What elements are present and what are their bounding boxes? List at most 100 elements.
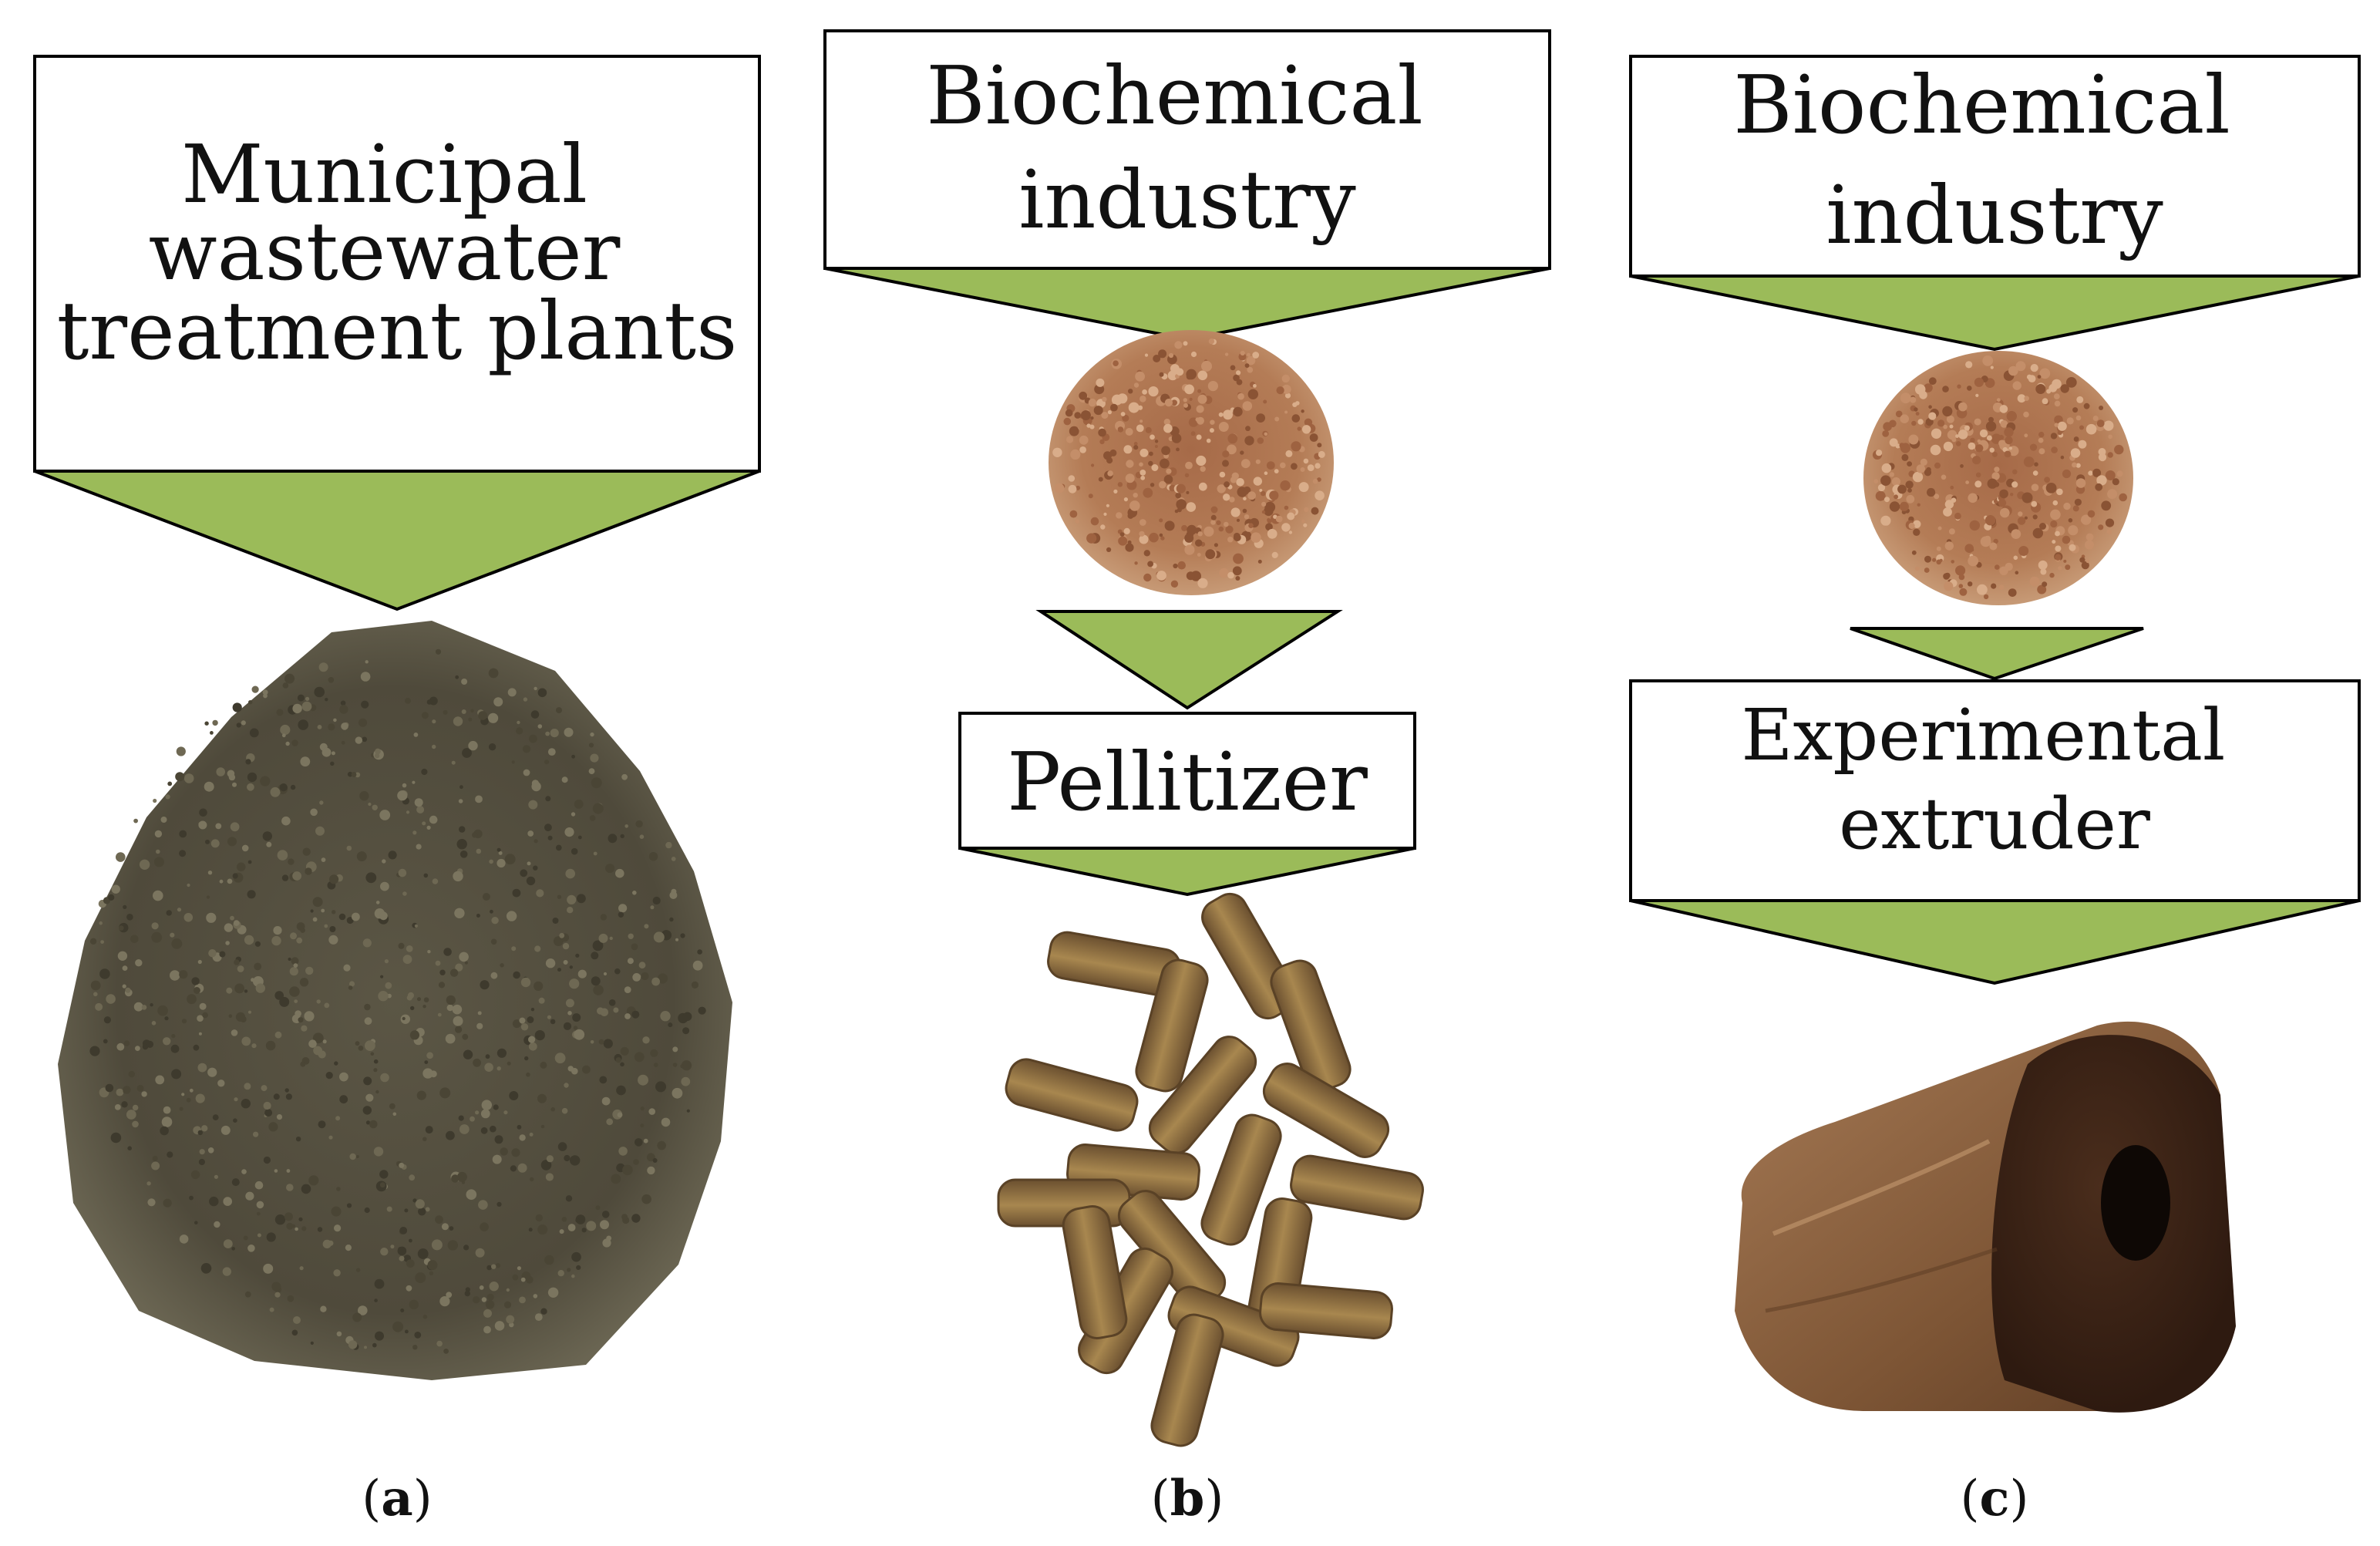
texture-grain: [121, 1101, 127, 1107]
texture-grain: [582, 1066, 591, 1074]
texture-grain: [132, 1121, 139, 1128]
texture-grain: [1900, 443, 1910, 453]
texture-grain: [220, 880, 224, 884]
texture-grain: [1081, 439, 1087, 445]
texture-grain: [1942, 386, 1949, 392]
texture-grain: [558, 1270, 564, 1276]
texture-grain: [180, 1107, 183, 1111]
texture-grain: [1999, 435, 2005, 440]
texture-grain: [234, 984, 244, 994]
texture-grain: [1301, 520, 1304, 523]
texture-grain: [335, 1116, 340, 1120]
texture-grain: [618, 904, 627, 912]
texture-grain: [151, 932, 162, 943]
texture-grain: [412, 830, 416, 834]
texture-grain: [500, 963, 503, 967]
texture-grain: [404, 1208, 408, 1212]
texture-grain: [1210, 520, 1216, 525]
texture-grain: [1106, 504, 1109, 507]
texture-grain: [546, 1173, 554, 1181]
texture-grain: [1882, 430, 1889, 437]
texture-grain: [258, 1234, 261, 1238]
texture-grain: [1949, 528, 1955, 534]
texture-grain: [223, 1197, 232, 1206]
texture-grain: [589, 768, 595, 774]
texture-grain: [428, 1260, 438, 1270]
texture-grain: [1924, 556, 1931, 563]
texture-grain: [443, 710, 448, 715]
texture-grain: [1151, 464, 1158, 471]
texture-grain: [385, 959, 389, 963]
texture-grain: [671, 889, 676, 894]
texture-grain: [2018, 511, 2022, 516]
texture-grain: [267, 1232, 276, 1241]
texture-grain: [459, 952, 469, 962]
texture-grain: [519, 1297, 526, 1304]
texture-grain: [523, 745, 530, 753]
texture-grain: [489, 743, 496, 750]
texture-grain: [604, 1039, 613, 1048]
texture-grain: [1974, 419, 1981, 426]
texture-grain: [680, 1064, 684, 1068]
texture-grain: [215, 824, 221, 830]
texture-grain: [1086, 423, 1090, 427]
texture-grain: [520, 869, 527, 877]
texture-grain: [1197, 389, 1201, 393]
texture-grain: [180, 1234, 189, 1244]
pellets-photo: [998, 888, 1426, 1449]
texture-grain: [1900, 392, 1911, 403]
texture-grain: [1928, 413, 1936, 420]
texture-grain: [252, 686, 259, 693]
texture-grain: [2050, 520, 2057, 527]
texture-grain: [257, 1212, 261, 1216]
texture-grain: [1991, 584, 1996, 589]
texture-grain: [1257, 437, 1264, 444]
texture-grain: [99, 968, 110, 979]
texture-grain: [1261, 502, 1266, 507]
texture-grain: [313, 897, 323, 907]
texture-grain: [511, 1148, 520, 1157]
texture-grain: [518, 1164, 527, 1173]
texture-grain: [1160, 372, 1164, 377]
texture-grain: [1108, 410, 1112, 414]
texture-grain: [574, 1026, 577, 1029]
texture-grain: [2088, 470, 2092, 475]
texture-grain: [500, 1147, 508, 1155]
texture-grain: [575, 1218, 580, 1223]
texture-grain: [453, 1005, 463, 1015]
texture-grain: [123, 905, 126, 909]
texture-grain: [292, 704, 301, 713]
texture-grain: [241, 1037, 251, 1046]
texture-grain: [191, 1170, 200, 1179]
texture-grain: [672, 857, 676, 861]
texture-grain: [1191, 352, 1197, 357]
texture-grain: [2055, 423, 2059, 426]
texture-grain: [1964, 544, 1974, 553]
texture-grain: [89, 1046, 99, 1056]
texture-grain: [640, 834, 645, 839]
texture-grain: [277, 1114, 282, 1120]
texture-grain: [564, 1083, 568, 1087]
texture-grain: [635, 1052, 645, 1062]
texture-grain: [414, 1332, 421, 1339]
texture-grain: [1142, 389, 1147, 395]
texture-grain: [1298, 426, 1301, 430]
texture-grain: [1304, 459, 1309, 464]
texture-grain: [574, 800, 584, 809]
texture-grain: [1950, 425, 1954, 429]
texture-grain: [319, 662, 328, 672]
texture-grain: [1214, 543, 1218, 547]
texture-grain: [123, 965, 128, 971]
texture-grain: [1941, 475, 1947, 480]
texture-grain: [624, 986, 631, 993]
texture-grain: [1947, 416, 1954, 423]
texture-grain: [512, 760, 515, 763]
texture-grain: [1094, 406, 1103, 415]
texture-grain: [648, 1108, 655, 1115]
texture-grain: [516, 727, 523, 734]
texture-grain: [472, 832, 477, 837]
texture-grain: [1907, 461, 1912, 466]
texture-grain: [236, 1012, 245, 1022]
texture-grain: [618, 1113, 623, 1118]
texture-grain: [1118, 482, 1123, 487]
